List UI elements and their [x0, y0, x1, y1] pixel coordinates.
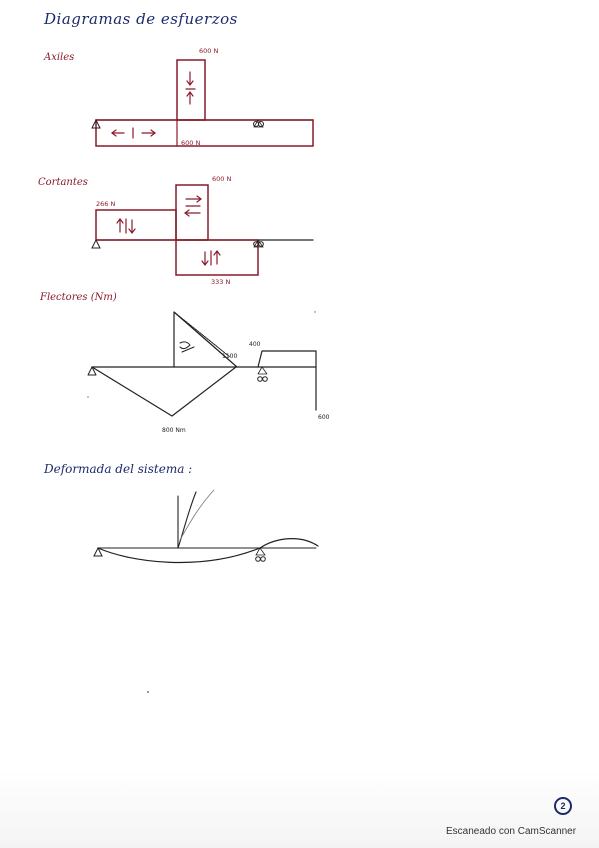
- axiales-region-top: [176, 59, 206, 121]
- axiales-diagram: [91, 59, 314, 147]
- cortantes-bottom-value: 333 N: [211, 278, 231, 286]
- flectores-end-value: 600: [318, 414, 330, 421]
- cortantes-left-value: 266 N: [96, 200, 116, 208]
- scan-shadow: [0, 770, 599, 848]
- flectores-right-frame: [257, 350, 317, 411]
- flectores-lower-curve: [91, 366, 237, 417]
- axiales-region-bottom: [95, 119, 314, 147]
- flectores-peak-value: 800 Nm: [162, 427, 186, 434]
- flectores-right-value: 400: [249, 341, 261, 348]
- flectores-diagram: [87, 311, 317, 417]
- cortantes-top-value: 600 N: [212, 175, 232, 183]
- scanner-footer: Escaneado con CamScanner: [446, 826, 577, 837]
- axiales-bottom-value: 600 N: [181, 139, 201, 147]
- axiales-heading: Axiles: [44, 52, 75, 63]
- flectores-heading: Flectores (Nm): [40, 292, 117, 303]
- deformada-diagram: [93, 489, 319, 564]
- deformada-curve-left: [97, 547, 261, 564]
- page-number-badge: 2: [554, 797, 572, 815]
- deformada-heading: Deformada del sistema :: [44, 462, 193, 476]
- flectores-triangle: [173, 311, 238, 368]
- cortantes-heading: Cortantes: [38, 177, 88, 188]
- cortantes-region-left: [95, 209, 177, 241]
- axiales-top-value: 600 N: [199, 47, 219, 55]
- deformada-curve-right: [259, 538, 319, 549]
- cortantes-region-bottom: [175, 239, 259, 276]
- cortantes-diagram: [91, 184, 314, 276]
- page-title: Diagramas de esfuerzos: [44, 10, 238, 28]
